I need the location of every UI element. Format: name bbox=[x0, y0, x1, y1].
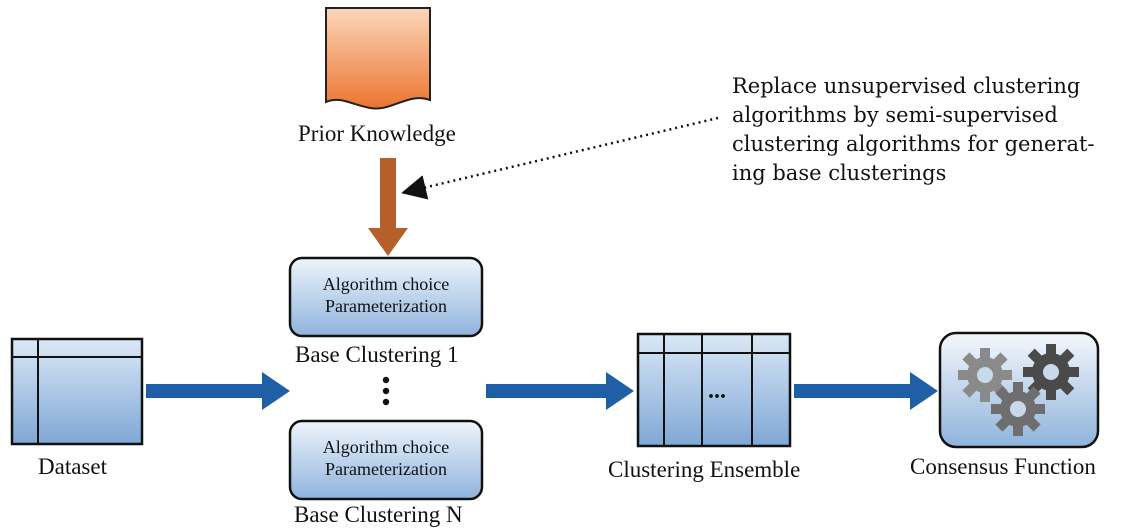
algorithm-choice-text: Algorithm choice bbox=[322, 274, 450, 294]
prior-knowledge-arrow bbox=[368, 158, 408, 256]
parameterization-text: Parameterization bbox=[325, 459, 447, 479]
consensus-function-label: Consensus Function bbox=[910, 454, 1096, 479]
parameterization-text: Parameterization bbox=[325, 296, 447, 316]
ensemble-to-consensus-arrow bbox=[794, 372, 938, 410]
annotation-line: ing base clusterings bbox=[732, 161, 947, 185]
dataset-table-icon bbox=[10, 337, 144, 446]
base-clustering-n-text: Algorithm choice Parameterization bbox=[290, 436, 482, 480]
prior-knowledge-document-icon bbox=[325, 7, 431, 110]
base-to-ensemble-arrow bbox=[486, 372, 634, 410]
vertical-ellipsis bbox=[382, 376, 390, 406]
base-clustering-1-label: Base Clustering 1 bbox=[295, 342, 459, 367]
base-clustering-1-text: Algorithm choice Parameterization bbox=[290, 273, 482, 317]
annotation-line: clustering algorithms for generat- bbox=[732, 132, 1095, 156]
dataset-label: Dataset bbox=[38, 454, 107, 479]
annotation-line: Replace unsupervised clustering bbox=[732, 74, 1081, 98]
base-clustering-1-box bbox=[288, 256, 484, 338]
base-clustering-n-box bbox=[288, 419, 484, 501]
clustering-ensemble-table-icon bbox=[636, 332, 792, 448]
dataset-arrow bbox=[146, 372, 290, 410]
base-clustering-n-label: Base Clustering N bbox=[294, 502, 463, 527]
annotation-line: algorithms by semi-supervised bbox=[732, 103, 1058, 127]
ensemble-ellipsis: ... bbox=[708, 378, 726, 404]
gears-icon bbox=[958, 344, 1079, 436]
algorithm-choice-text: Algorithm choice bbox=[322, 437, 450, 457]
prior-knowledge-label: Prior Knowledge bbox=[298, 121, 456, 146]
clustering-ensemble-label: Clustering Ensemble bbox=[608, 457, 801, 482]
